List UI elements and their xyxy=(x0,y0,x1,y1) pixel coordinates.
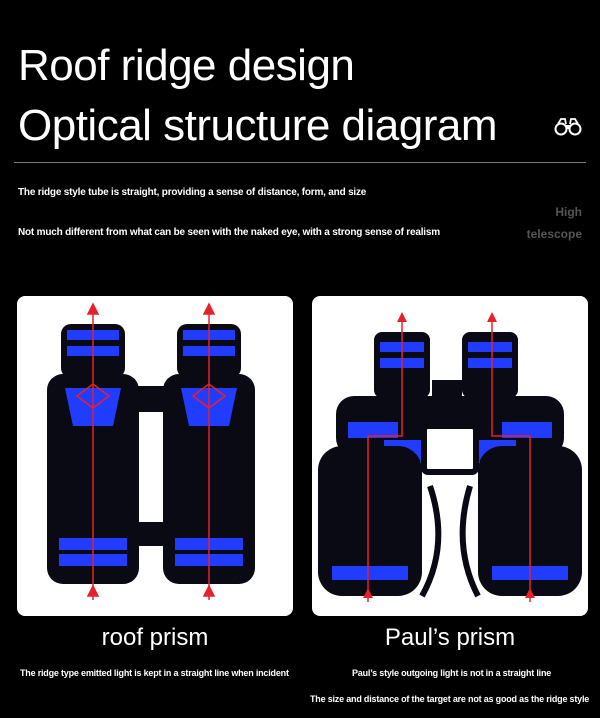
paul-prism-diagram xyxy=(318,312,582,602)
title-line-1: Roof ridge design xyxy=(18,41,355,90)
paul-prism-panel xyxy=(312,296,588,616)
description-line-1: The ridge style tube is straight, provid… xyxy=(18,187,367,198)
paul-light-rays xyxy=(367,318,531,602)
description-line-2: Not much different from what can be seen… xyxy=(18,227,440,238)
roof-prism-note: The ridge type emitted light is kept in … xyxy=(20,668,289,678)
roof-prism-caption: roof prism xyxy=(101,624,209,651)
paul-prism-note-2: The size and distance of the target are … xyxy=(310,694,590,704)
roof-prism-diagram xyxy=(47,302,255,600)
title-line-2: Optical structure diagram xyxy=(18,101,498,150)
roof-light-rays xyxy=(86,302,216,600)
watermark-line-2: telescope xyxy=(526,227,582,241)
paul-eyepieces xyxy=(374,332,518,398)
paul-prism-note: Paul’s style outgoing light is not in a … xyxy=(352,668,552,678)
roof-prism-panel xyxy=(17,296,293,616)
watermark-line-1: High xyxy=(555,205,582,219)
roof-bridge-top xyxy=(137,386,165,412)
paul-prism-caption: Paul’s prism xyxy=(384,624,516,651)
paul-left-objective xyxy=(318,446,422,596)
paul-center-hinge xyxy=(421,423,479,475)
roof-bridge-bottom xyxy=(137,522,165,546)
divider-line xyxy=(14,162,586,163)
binoculars-icon xyxy=(554,118,582,136)
